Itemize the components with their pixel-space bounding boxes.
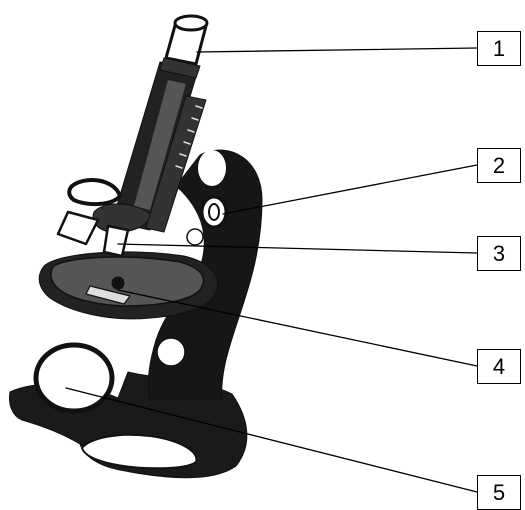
stage-ring xyxy=(69,180,120,204)
label-box-1: 1 xyxy=(477,31,521,66)
label-box-2: 2 xyxy=(477,148,521,183)
objective-lens-left xyxy=(58,212,98,244)
label-box-4: 4 xyxy=(477,349,521,384)
eyepiece-top xyxy=(175,16,207,30)
coarse-focus-knob-inner xyxy=(209,204,219,220)
label-box-5: 5 xyxy=(477,475,521,510)
leader-line-1 xyxy=(197,48,477,52)
stage-aperture xyxy=(112,277,124,289)
arm-highlight xyxy=(198,150,226,186)
leader-line-3 xyxy=(118,244,477,253)
microscope-illustration xyxy=(10,16,478,492)
microscope-mirror xyxy=(36,345,112,411)
arm-hole-lower xyxy=(157,338,185,366)
label-box-3: 3 xyxy=(477,236,521,271)
arm-hole-upper xyxy=(187,229,203,245)
